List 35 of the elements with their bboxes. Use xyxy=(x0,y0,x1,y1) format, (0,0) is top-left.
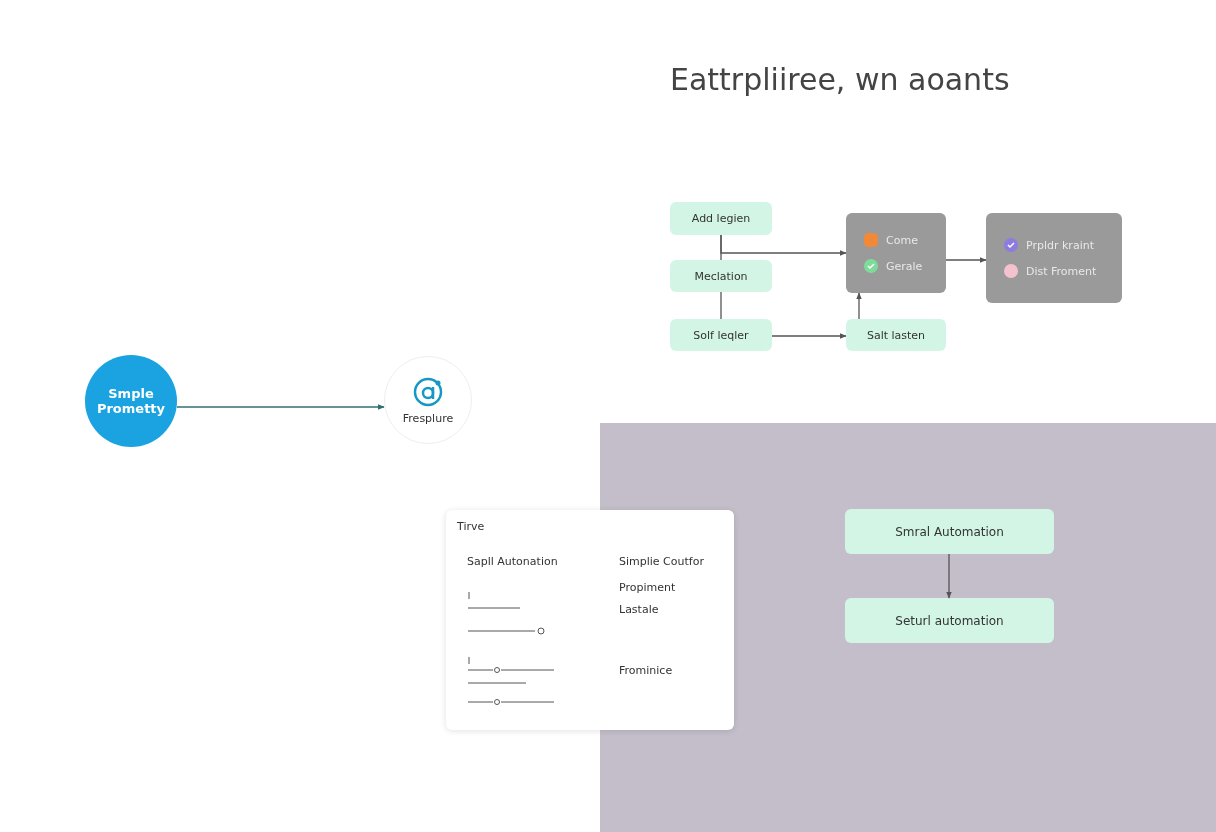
process-box xyxy=(846,319,946,351)
arrow xyxy=(945,257,987,263)
process-box xyxy=(845,509,1054,554)
node-label: Gerale xyxy=(886,259,923,273)
node-label: Frominice xyxy=(619,664,673,677)
node-label: Smral Automation xyxy=(895,524,1004,539)
arrow xyxy=(720,234,847,256)
node-label: Fresplure xyxy=(402,411,454,425)
arrow xyxy=(946,553,952,599)
diagram-title: Eattrpliiree, wn aoants xyxy=(670,62,1010,97)
arrow xyxy=(771,333,847,339)
node-label: Add legien xyxy=(691,212,751,225)
node-label: Come xyxy=(886,233,918,247)
node-label: Simplie Coutfor xyxy=(619,555,704,568)
process-box xyxy=(986,213,1122,303)
node-label: Smple Prometty xyxy=(95,386,167,416)
node-label: Meclation xyxy=(694,269,748,283)
node-label: Dist Froment xyxy=(1026,264,1097,278)
process-box xyxy=(670,202,772,235)
arrow xyxy=(856,292,862,320)
node-label: Seturl automation xyxy=(895,613,1004,628)
node-label: Propiment xyxy=(619,581,676,594)
node-label: Solf leqler xyxy=(693,328,749,342)
process-box xyxy=(845,598,1054,643)
node-label: Lastale xyxy=(619,603,659,616)
connector-line xyxy=(720,291,722,320)
settings-dialog xyxy=(446,510,734,730)
process-box xyxy=(846,213,946,293)
node-label: Prpldr kraint xyxy=(1026,238,1094,252)
node-label: Salt lasten xyxy=(866,328,926,342)
node-label: Sapll Autonation xyxy=(467,555,558,568)
process-box xyxy=(670,260,772,292)
arrow xyxy=(176,404,385,410)
process-box xyxy=(670,319,772,351)
node-label: Tirve xyxy=(457,520,485,533)
